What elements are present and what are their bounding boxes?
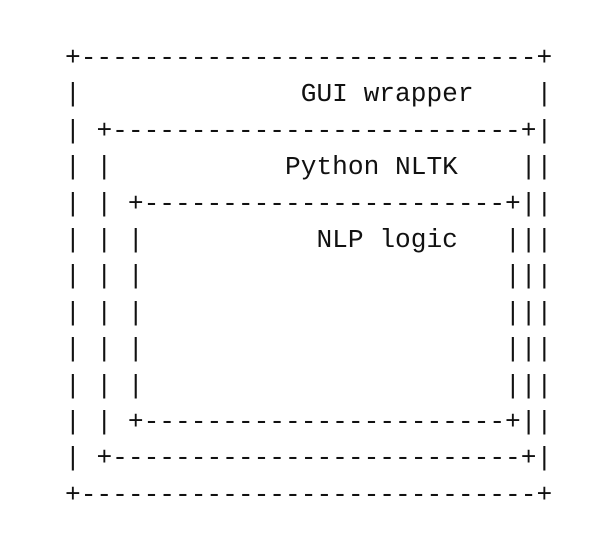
inner-box-bottom-border: +-----------------------+ <box>127 407 521 438</box>
inner-layer-label: NLP logic <box>316 225 458 256</box>
layered-architecture-ascii-diagram: +-----------------------------+ | GUI wr… <box>65 43 553 510</box>
outer-layer-label: GUI wrapper <box>300 79 474 110</box>
outer-box-bottom-border: +-----------------------------+ <box>65 479 553 510</box>
inner-box-top-border: +-----------------------+ <box>127 188 521 219</box>
middle-box-top-border: +--------------------------+ <box>96 115 537 146</box>
middle-box-bottom-border: +--------------------------+ <box>96 443 537 474</box>
outer-box-top-border: +-----------------------------+ <box>65 43 553 73</box>
middle-layer-label: Python NLTK <box>285 152 458 183</box>
